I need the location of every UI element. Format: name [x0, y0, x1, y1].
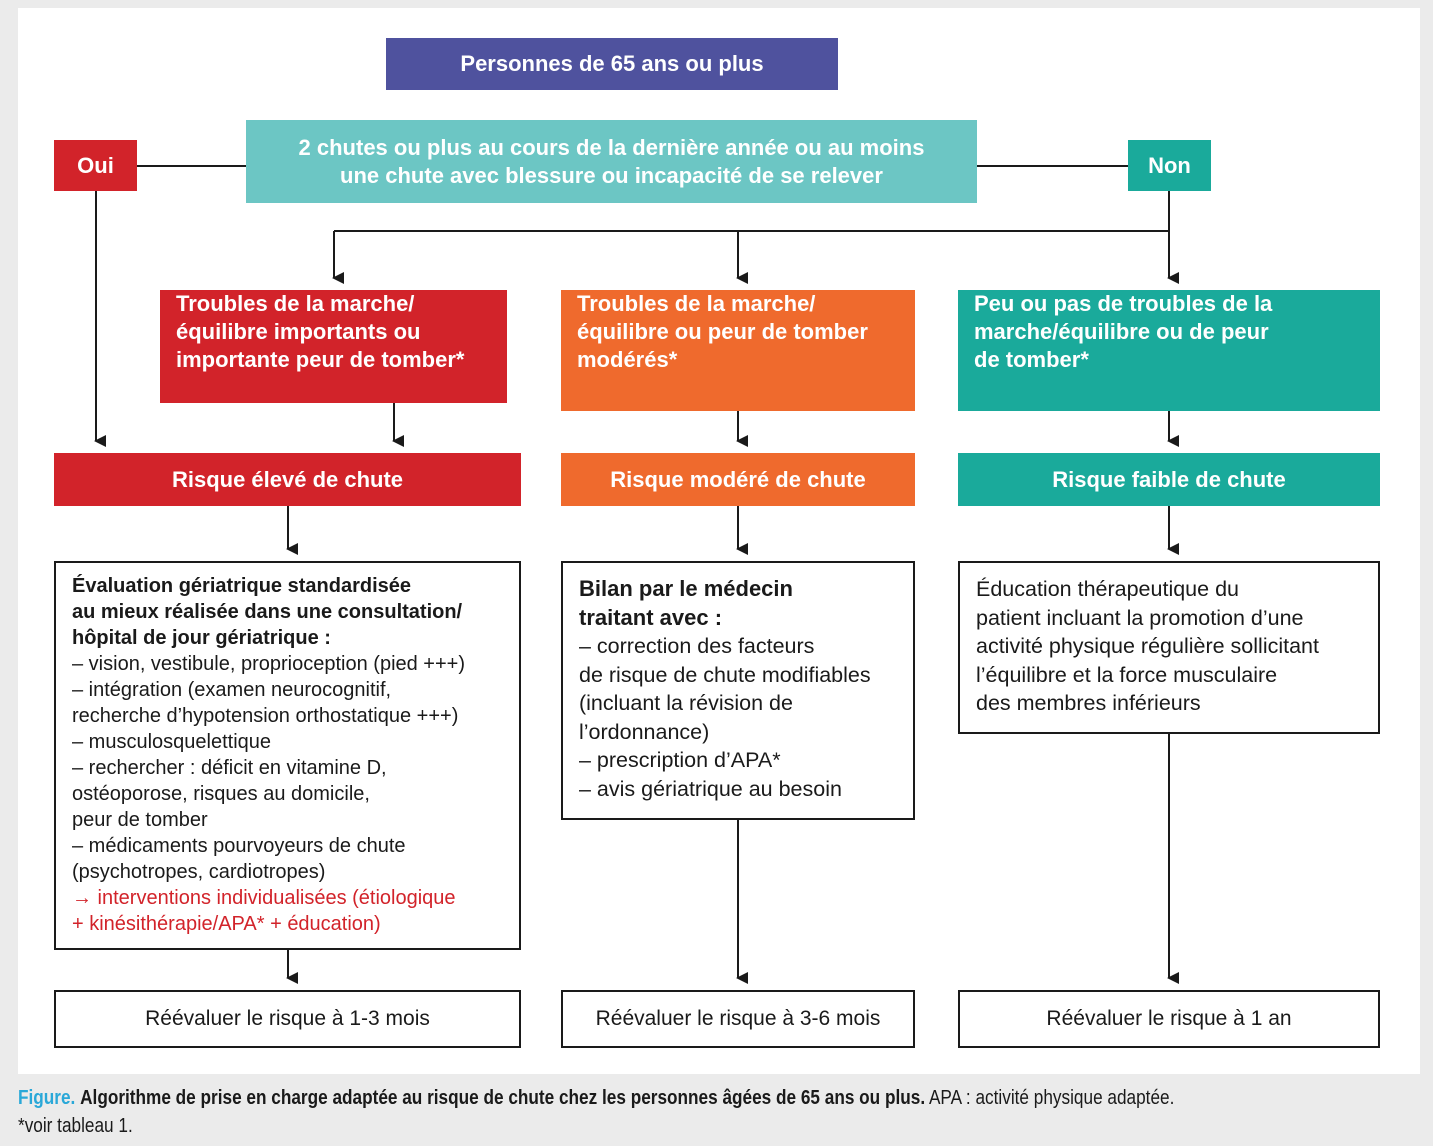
action-moderate-item: – prescription d’APA*	[579, 748, 781, 772]
figure-caption: Figure. Algorithme de prise en charge ad…	[18, 1084, 1222, 1140]
risk-moderate-box: Risque modéré de chute	[561, 453, 915, 506]
reassess-low-label: Réévaluer le risque à 1 an	[1046, 1007, 1292, 1030]
action-moderate-title-1: Bilan par le médecin	[579, 576, 793, 601]
action-low-box: Éducation thérapeutique du patient inclu…	[958, 561, 1380, 734]
yes-branch-box: Oui	[54, 140, 137, 191]
population-box: Personnes de 65 ans ou plus	[386, 38, 838, 90]
risk-high-box: Risque élevé de chute	[54, 453, 521, 506]
action-moderate-item: (incluant la révision de	[579, 691, 793, 715]
caption-title: Algorithme de prise en charge adaptée au…	[80, 1087, 926, 1109]
action-moderate-title-2: traitant avec :	[579, 604, 723, 630]
action-high-item: – intégration (examen neurocognitif,	[72, 679, 392, 701]
category-high-line-3: importante peur de tomber*	[176, 347, 465, 372]
action-low-line: Éducation thérapeutique du	[976, 577, 1239, 601]
category-high-line-2: équilibre importants ou	[176, 319, 421, 344]
question-line-2: une chute avec blessure ou incapacité de…	[340, 162, 883, 188]
action-high-item: – vision, vestibule, proprioception (pie…	[72, 653, 466, 675]
action-low-line: activité physique régulière sollicitant	[976, 634, 1319, 658]
action-high-box: Évaluation gériatrique standardisée au m…	[54, 561, 521, 950]
action-high-title-3: hôpital de jour gériatrique :	[72, 627, 331, 649]
no-branch-box: Non	[1128, 140, 1211, 191]
caption-figure-label: Figure.	[18, 1087, 76, 1109]
question-line-1: 2 chutes ou plus au cours de la dernière…	[298, 134, 925, 160]
category-high-line-1: Troubles de la marche/	[176, 291, 415, 316]
no-label: Non	[1148, 152, 1191, 178]
population-label: Personnes de 65 ans ou plus	[460, 51, 764, 76]
category-moderate-box: Troubles de la marche/ équilibre ou peur…	[561, 290, 915, 411]
action-high-title-1: Évaluation gériatrique standardisée	[72, 575, 411, 597]
action-moderate-item: de risque de chute modifiables	[579, 662, 871, 687]
action-high-item: ostéoporose, risques au domicile,	[72, 783, 370, 805]
action-high-item: – musculosquelettique	[72, 731, 272, 753]
category-moderate-line-2: équilibre ou peur de tomber	[577, 319, 868, 344]
category-high-box: Troubles de la marche/ équilibre importa…	[160, 290, 507, 403]
action-high-item: peur de tomber	[72, 809, 208, 831]
risk-high-label: Risque élevé de chute	[171, 466, 404, 492]
caption-note: APA : activité physique adaptée.	[928, 1087, 1175, 1109]
yes-label: Oui	[77, 152, 114, 178]
category-low-box: Peu ou pas de troubles de la marche/équi…	[958, 290, 1380, 411]
reassess-high-label: Réévaluer le risque à 1-3 mois	[145, 1007, 430, 1030]
action-high-item: recherche d’hypotension orthostatique ++…	[72, 705, 459, 727]
action-low-line: des membres inférieurs	[976, 691, 1201, 715]
action-high-item: (psychotropes, cardiotropes)	[72, 861, 326, 883]
action-high-item: – médicaments pourvoyeurs de chute	[72, 835, 406, 857]
reassess-low-box: Réévaluer le risque à 1 an	[958, 990, 1380, 1048]
action-moderate-item: – avis gériatrique au besoin	[579, 776, 842, 801]
risk-low-box: Risque faible de chute	[958, 453, 1380, 506]
category-moderate-line-1: Troubles de la marche/	[577, 291, 816, 316]
action-moderate-item: l’ordonnance)	[579, 719, 710, 744]
action-low-line: l’équilibre et la force musculaire	[976, 662, 1278, 687]
action-low-line: patient incluant la promotion d’une	[976, 605, 1304, 630]
caption-footnote: *voir tableau 1.	[18, 1115, 133, 1137]
risk-moderate-label: Risque modéré de chute	[610, 466, 866, 492]
action-high-intervention: + kinésithérapie/APA* + éducation)	[72, 913, 381, 935]
risk-low-label: Risque faible de chute	[1052, 466, 1286, 492]
fall-history-question-box: 2 chutes ou plus au cours de la dernière…	[246, 120, 977, 203]
category-low-line-3: de tomber*	[974, 347, 1089, 372]
reassess-high-box: Réévaluer le risque à 1-3 mois	[54, 990, 521, 1048]
category-moderate-line-3: modérés*	[577, 347, 678, 372]
action-moderate-item: – correction des facteurs	[579, 634, 815, 658]
category-low-line-1: Peu ou pas de troubles de la	[974, 291, 1273, 316]
reassess-moderate-label: Réévaluer le risque à 3-6 mois	[595, 1007, 881, 1030]
category-low-line-2: marche/équilibre ou de peur	[974, 319, 1269, 344]
action-high-title-2: au mieux réalisée dans une consultation/	[72, 601, 463, 623]
action-high-intervention: → interventions individualisées (étiolog…	[72, 887, 456, 909]
reassess-moderate-box: Réévaluer le risque à 3-6 mois	[561, 990, 915, 1048]
action-high-item: – rechercher : déficit en vitamine D,	[72, 757, 387, 779]
action-moderate-box: Bilan par le médecin traitant avec : – c…	[561, 561, 915, 820]
